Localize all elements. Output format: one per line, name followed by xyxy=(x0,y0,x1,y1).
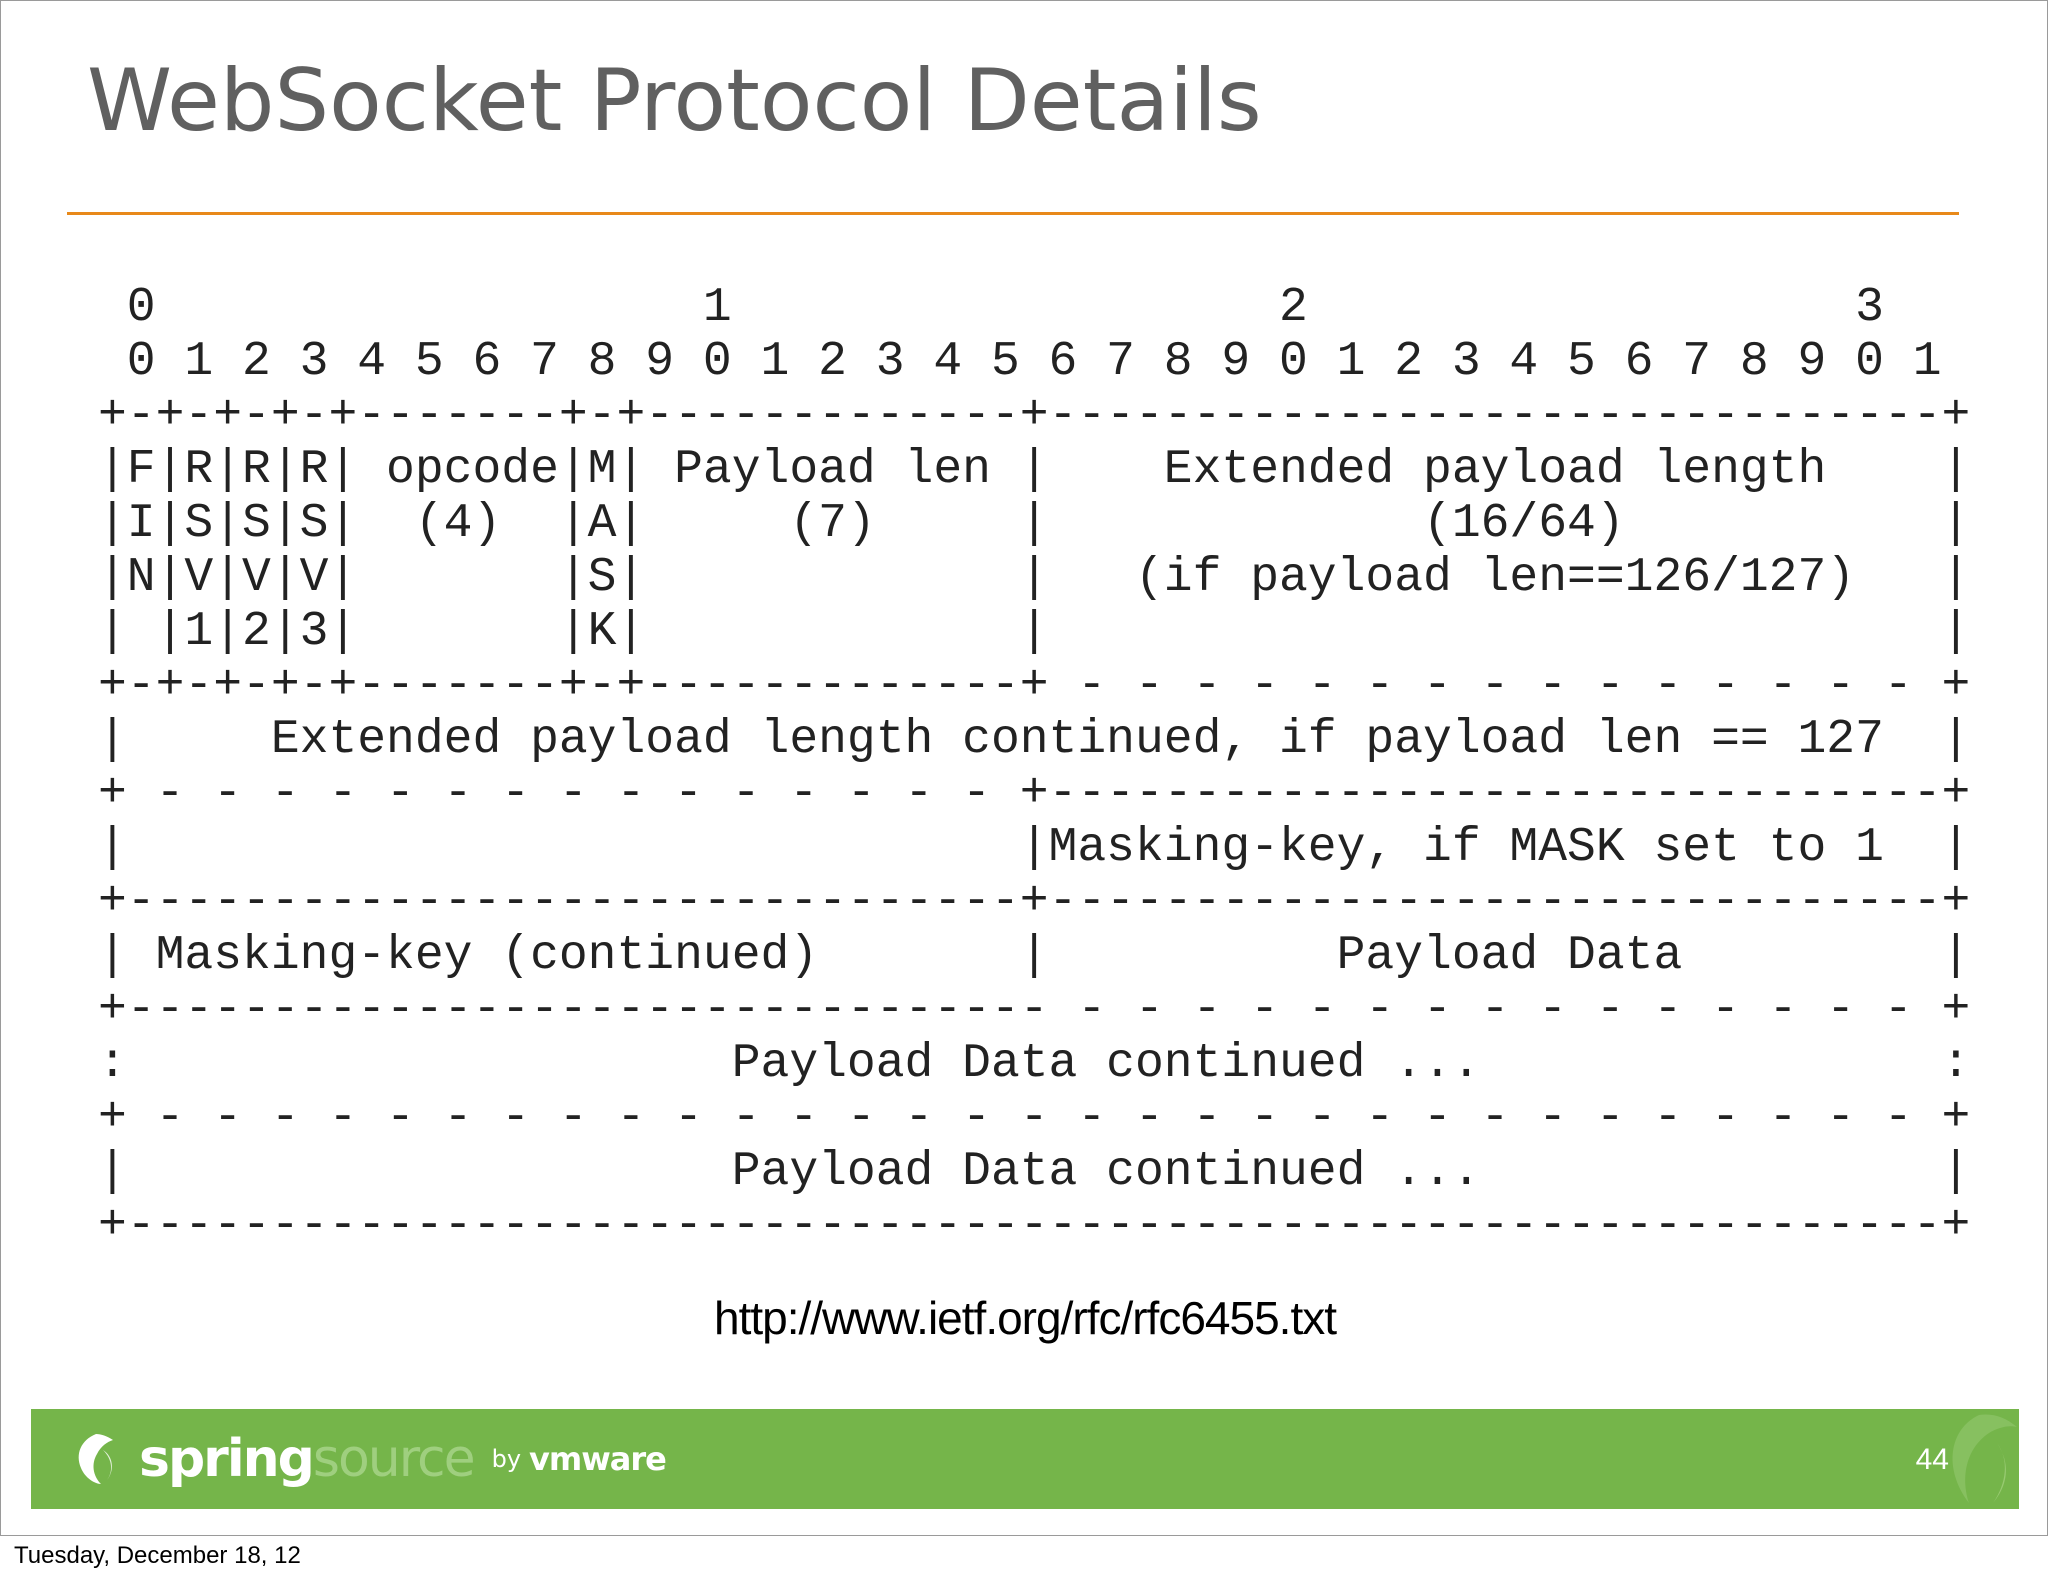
diagram-line: + - - - - - - - - - - - - - - - - - - - … xyxy=(98,1091,1971,1145)
spring-leaf-icon xyxy=(78,1434,113,1484)
diagram-line: 0 1 2 3 xyxy=(98,281,1884,335)
slide-title: WebSocket Protocol Details xyxy=(87,51,1262,151)
frame-format-diagram: 0 1 2 3 0 1 2 3 4 5 6 7 8 9 0 1 2 3 4 5 … xyxy=(98,281,1970,1253)
logo-by-text: by xyxy=(491,1445,522,1473)
diagram-line: | Extended payload length continued, if … xyxy=(98,713,1971,767)
page-number: 44 xyxy=(1915,1443,1949,1476)
diagram-line: |N|V|V|V| |S| | (if payload len==126/127… xyxy=(98,551,1971,605)
slide: WebSocket Protocol Details 0 1 2 3 0 1 2… xyxy=(0,0,2048,1536)
diagram-line: |F|R|R|R| opcode|M| Payload len | Extend… xyxy=(98,443,1971,497)
rfc-source-link[interactable]: http://www.ietf.org/rfc/rfc6455.txt xyxy=(713,1292,1337,1344)
diagram-line: |I|S|S|S| (4) |A| (7) | (16/64) | xyxy=(98,497,1971,551)
diagram-line: 0 1 2 3 4 5 6 7 8 9 0 1 2 3 4 5 6 7 8 9 … xyxy=(98,335,1942,389)
diagram-line: | |Masking-key, if MASK set to 1 | xyxy=(98,821,1971,875)
logo-spring-text: spring xyxy=(139,1429,315,1489)
diagram-line: + - - - - - - - - - - - - - - - +-------… xyxy=(98,767,1971,821)
diagram-line: : Payload Data continued ... : xyxy=(98,1037,1971,1091)
diagram-line: +-------------------------------- - - - … xyxy=(98,983,1971,1037)
diagram-line: +-+-+-+-+-------+-+-------------+ - - - … xyxy=(98,659,1971,713)
date-caption: Tuesday, December 18, 12 xyxy=(14,1542,301,1569)
diagram-line: +-+-+-+-+-------+-+-------------+-------… xyxy=(98,389,1971,443)
diagram-line: | Payload Data continued ... | xyxy=(98,1145,1971,1199)
title-divider xyxy=(67,212,1959,215)
swirl-decoration-icon xyxy=(1952,1414,2017,1503)
diagram-line: | Masking-key (continued) | Payload Data… xyxy=(98,929,1971,983)
diagram-line: | |1|2|3| |K| | | xyxy=(98,605,1971,659)
diagram-line: +-------------------------------+-------… xyxy=(98,875,1971,929)
logo-source-text: source xyxy=(312,1429,476,1489)
diagram-line: +---------------------------------------… xyxy=(98,1199,1971,1253)
logo-vmware-text: vmware xyxy=(529,1440,667,1478)
